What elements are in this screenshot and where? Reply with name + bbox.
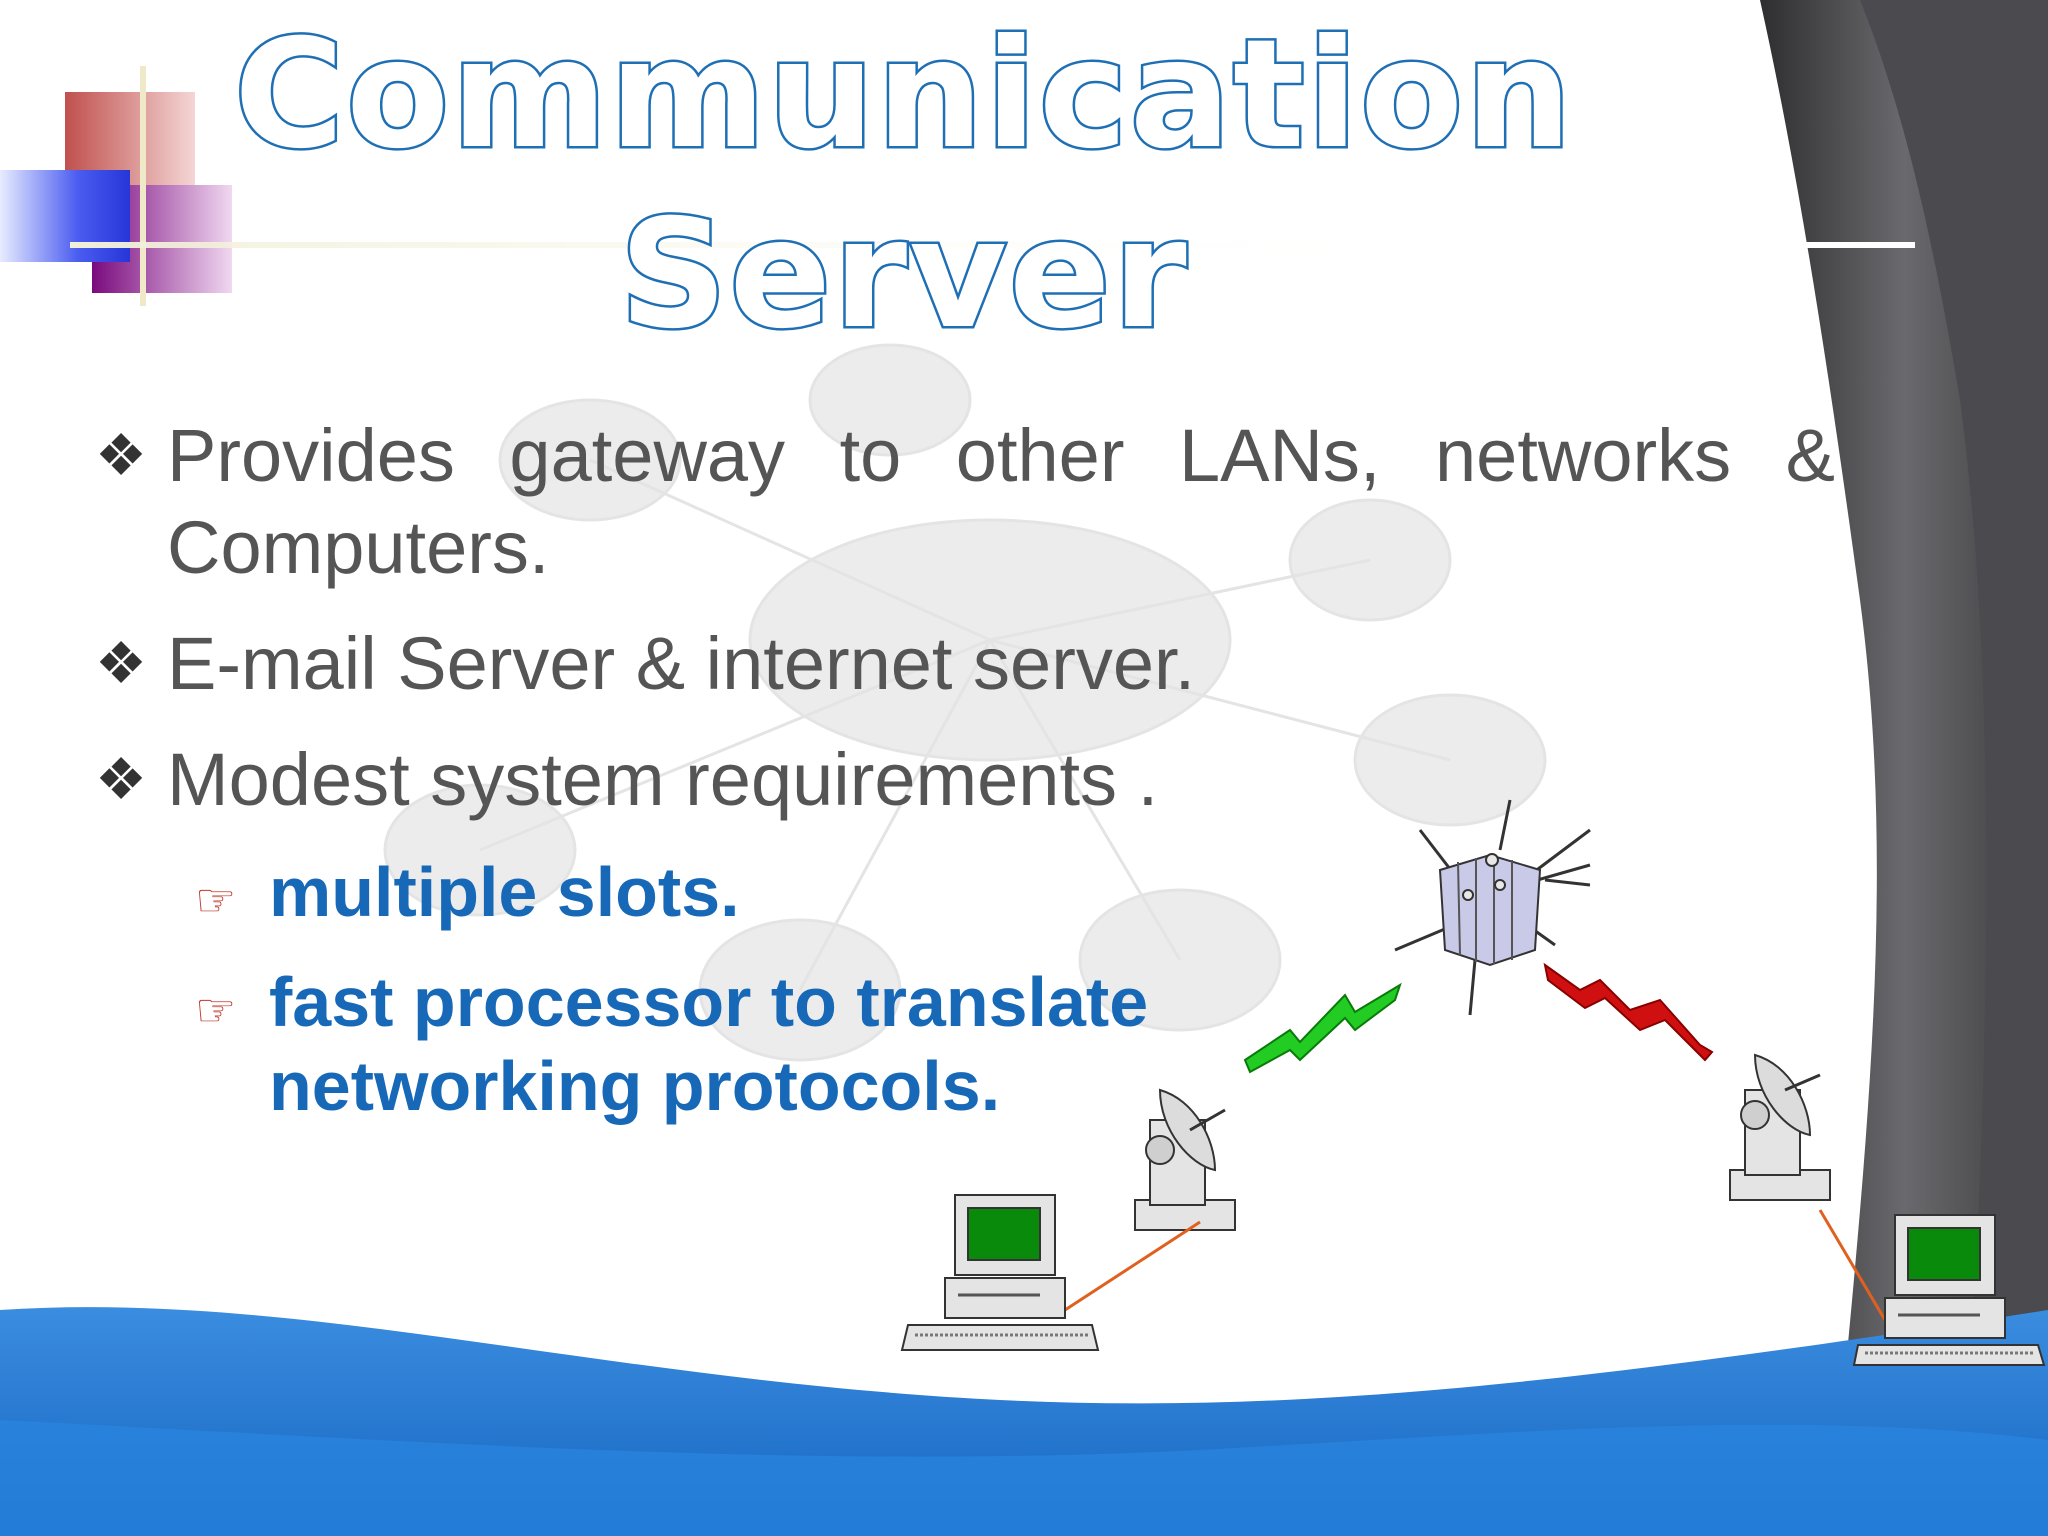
sub-bullet-item: ☞ fast processor to translate networking…	[195, 960, 1319, 1128]
sub-bullet-text: multiple slots.	[269, 853, 740, 931]
title-line-2: Server	[617, 188, 1189, 362]
sub-bullet-text: fast processor to translate networking p…	[269, 963, 1149, 1125]
diamond-bullet-icon: ❖	[95, 423, 147, 488]
diamond-bullet-icon: ❖	[95, 631, 147, 696]
bullet-item: ❖ Modest system requirements .	[95, 734, 1835, 826]
bullet-text: E-mail Server & internet server.	[167, 622, 1196, 705]
bullet-item: ❖ E-mail Server & internet server.	[95, 618, 1835, 710]
title-line-1: Communication	[232, 8, 1575, 182]
bullet-list: ❖ Provides gateway to other LANs, networ…	[95, 410, 1835, 1154]
pointing-hand-icon: ☞	[195, 984, 237, 1036]
bullet-item: ❖ Provides gateway to other LANs, networ…	[95, 410, 1835, 594]
sub-bullet-item: ☞ multiple slots.	[195, 850, 1319, 934]
pointing-hand-icon: ☞	[195, 874, 237, 926]
bullet-text: Modest system requirements .	[167, 738, 1159, 821]
diamond-bullet-icon: ❖	[95, 747, 147, 812]
bullet-text: Provides gateway to other LANs, networks…	[167, 414, 1835, 589]
